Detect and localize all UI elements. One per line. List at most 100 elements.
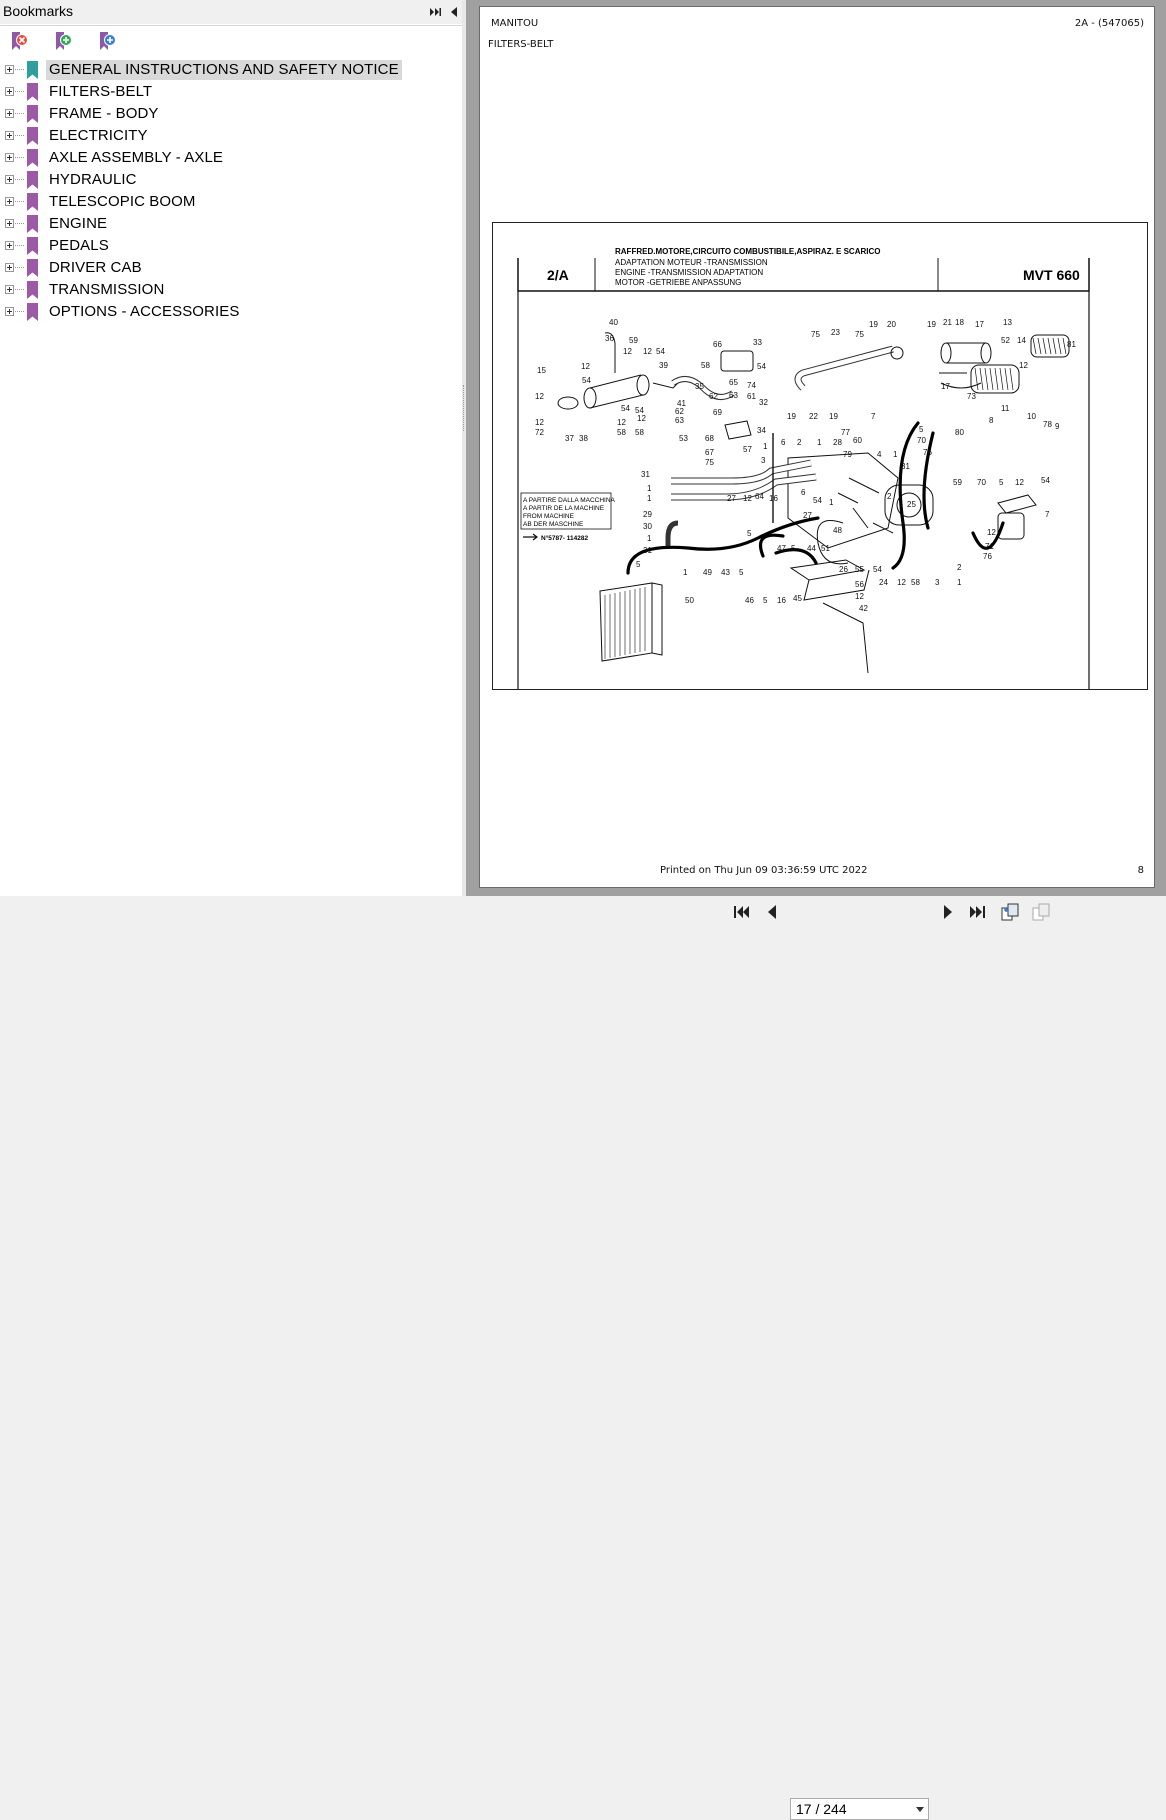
bookmark-item[interactable]: PEDALS	[0, 235, 462, 257]
bookmark-label[interactable]: FILTERS-BELT	[49, 83, 153, 100]
svg-text:39: 39	[659, 361, 668, 370]
bookmark-label[interactable]: ENGINE	[49, 215, 108, 232]
svg-text:17: 17	[941, 382, 950, 391]
expand-icon[interactable]	[5, 285, 14, 294]
bookmark-item[interactable]: GENERAL INSTRUCTIONS AND SAFETY NOTICE	[0, 59, 462, 81]
svg-text:20: 20	[887, 320, 896, 329]
page-number-select[interactable]: 17 / 244	[790, 1798, 929, 1820]
expand-icon[interactable]	[5, 153, 14, 162]
svg-text:32: 32	[759, 398, 768, 407]
tree-connector	[15, 223, 24, 225]
fit-page-icon[interactable]	[1000, 902, 1020, 922]
svg-text:70: 70	[917, 436, 926, 445]
svg-text:71: 71	[985, 542, 994, 551]
svg-text:1: 1	[647, 494, 652, 503]
bookmark-label[interactable]: HYDRAULIC	[49, 171, 137, 188]
document-viewer[interactable]: MANITOU 2A - (547065) FILTERS-BELT 2/A M…	[466, 0, 1166, 896]
first-page-icon[interactable]	[731, 902, 751, 922]
tree-connector	[15, 135, 24, 137]
bookmark-label[interactable]: FRAME - BODY	[49, 105, 159, 122]
svg-text:46: 46	[745, 596, 754, 605]
svg-text:78: 78	[1043, 420, 1052, 429]
expand-icon[interactable]	[5, 263, 14, 272]
expand-icon[interactable]	[5, 109, 14, 118]
svg-text:1: 1	[647, 484, 652, 493]
prev-page-icon[interactable]	[762, 902, 782, 922]
svg-text:16: 16	[769, 494, 778, 503]
expand-icon[interactable]	[5, 197, 14, 206]
panel-splitter[interactable]	[462, 0, 466, 896]
bookmark-delete-icon[interactable]	[8, 30, 30, 52]
bookmarks-panel: Bookmarks GENERAL INSTRUCTIONS AND SAFET…	[0, 0, 462, 896]
bookmark-item[interactable]: FRAME - BODY	[0, 103, 462, 125]
bookmark-item[interactable]: AXLE ASSEMBLY - AXLE	[0, 147, 462, 169]
last-page-icon[interactable]	[968, 902, 988, 922]
bookmark-item[interactable]: HYDRAULIC	[0, 169, 462, 191]
bookmark-add-child-icon[interactable]	[96, 30, 118, 52]
bookmark-icon	[27, 171, 38, 189]
svg-text:72: 72	[535, 428, 544, 437]
bookmark-label[interactable]: GENERAL INSTRUCTIONS AND SAFETY NOTICE	[46, 60, 402, 80]
bookmark-item[interactable]: FILTERS-BELT	[0, 81, 462, 103]
note-line-2: A PARTIR DE LA MACHINE	[523, 505, 605, 512]
svg-text:58: 58	[635, 428, 644, 437]
svg-text:54: 54	[873, 565, 882, 574]
note-line-1: A PARTIRE DALLA MACCHINA	[523, 497, 616, 504]
hide-panel-icon[interactable]	[448, 5, 460, 19]
svg-text:62: 62	[709, 392, 718, 401]
parts-diagram: 2/A MVT 660 RAFFRED.MOTORE,CIRCUITO COMB…	[492, 222, 1148, 690]
bookmark-label[interactable]: DRIVER CAB	[49, 259, 142, 276]
bookmark-label[interactable]: TRANSMISSION	[49, 281, 165, 298]
svg-text:54: 54	[656, 347, 665, 356]
svg-text:18: 18	[955, 318, 964, 327]
bookmark-label[interactable]: PEDALS	[49, 237, 109, 254]
expand-icon[interactable]	[5, 307, 14, 316]
svg-text:1: 1	[957, 578, 962, 587]
svg-text:42: 42	[859, 604, 868, 613]
bookmark-item[interactable]: OPTIONS - ACCESSORIES	[0, 301, 462, 323]
svg-text:11: 11	[1001, 404, 1010, 413]
expand-icon[interactable]	[5, 219, 14, 228]
bookmark-item[interactable]: TRANSMISSION	[0, 279, 462, 301]
tree-connector	[15, 113, 24, 115]
svg-text:12: 12	[897, 578, 906, 587]
bookmark-item[interactable]: TELESCOPIC BOOM	[0, 191, 462, 213]
svg-text:65: 65	[729, 378, 738, 387]
bookmark-label[interactable]: ELECTRICITY	[49, 127, 148, 144]
note-line-4: AB DER MASCHINE	[523, 521, 584, 528]
svg-text:19: 19	[869, 320, 878, 329]
bookmark-label[interactable]: TELESCOPIC BOOM	[49, 193, 196, 210]
bookmark-add-icon[interactable]	[52, 30, 74, 52]
expand-icon[interactable]	[5, 65, 14, 74]
svg-text:19: 19	[829, 412, 838, 421]
svg-text:12: 12	[855, 592, 864, 601]
bookmark-item[interactable]: ELECTRICITY	[0, 125, 462, 147]
bookmark-item[interactable]: ENGINE	[0, 213, 462, 235]
svg-text:1: 1	[647, 534, 652, 543]
svg-text:1: 1	[829, 498, 834, 507]
tree-connector	[15, 267, 24, 269]
expand-icon[interactable]	[5, 131, 14, 140]
svg-text:75: 75	[855, 330, 864, 339]
collapse-panel-icon[interactable]	[428, 5, 442, 19]
svg-text:5: 5	[791, 544, 796, 553]
svg-text:7: 7	[1045, 510, 1050, 519]
next-page-icon[interactable]	[938, 902, 958, 922]
expand-icon[interactable]	[5, 175, 14, 184]
svg-text:48: 48	[833, 526, 842, 535]
bookmark-item[interactable]: DRIVER CAB	[0, 257, 462, 279]
expand-icon[interactable]	[5, 87, 14, 96]
svg-text:14: 14	[1017, 336, 1026, 345]
svg-text:44: 44	[807, 544, 816, 553]
svg-text:24: 24	[879, 578, 888, 587]
bookmark-label[interactable]: AXLE ASSEMBLY - AXLE	[49, 149, 224, 166]
svg-text:54: 54	[635, 406, 644, 415]
svg-text:3: 3	[761, 456, 766, 465]
svg-text:17: 17	[975, 320, 984, 329]
dual-page-icon[interactable]	[1031, 902, 1051, 922]
chevron-down-icon	[916, 1807, 924, 1812]
bookmark-label[interactable]: OPTIONS - ACCESSORIES	[49, 303, 240, 320]
expand-icon[interactable]	[5, 241, 14, 250]
svg-text:30: 30	[643, 522, 652, 531]
svg-text:9: 9	[1055, 422, 1060, 431]
